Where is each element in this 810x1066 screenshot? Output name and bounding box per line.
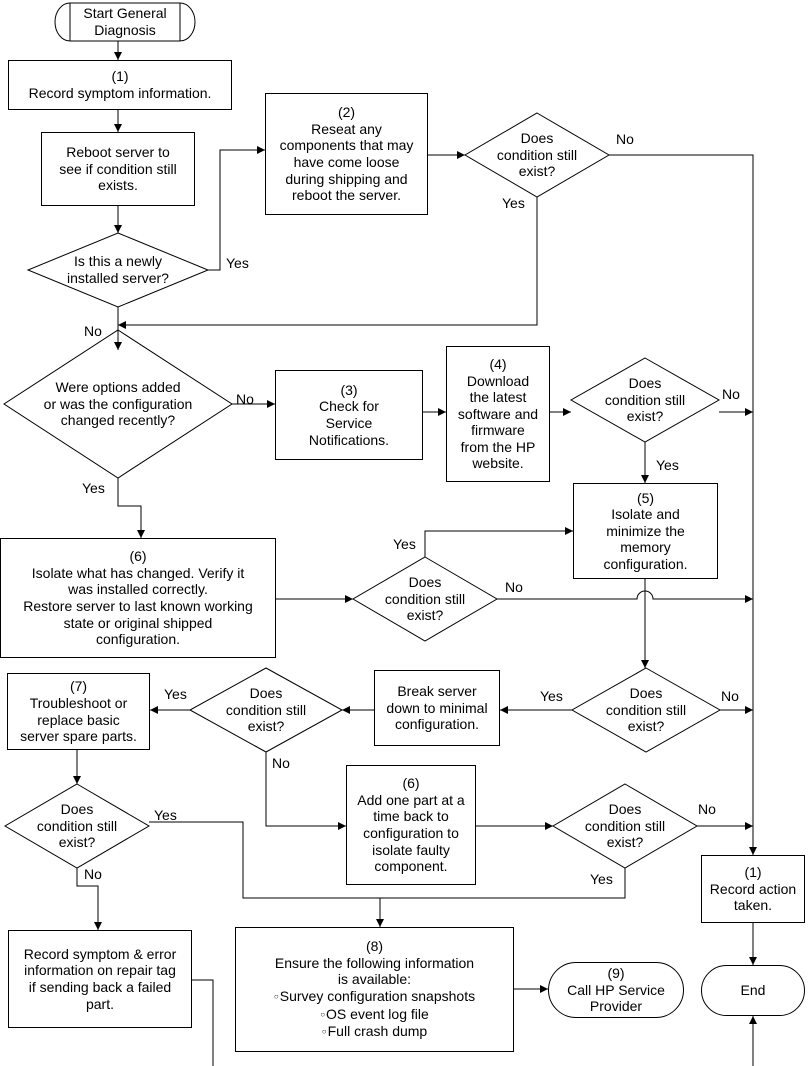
start-terminal: Start General Diagnosis: [70, 3, 180, 41]
diamond-does-3: [352, 556, 498, 642]
start-line-1: Start General: [83, 5, 167, 22]
diamond-does-4: [570, 667, 722, 753]
record-symptom-box: (1) Record symptom information.: [8, 60, 232, 110]
label-yes: Yes: [154, 807, 177, 823]
info-item: ○Survey configuration snapshots: [273, 988, 476, 1004]
download-box: (4) Download the latest software and fir…: [446, 346, 550, 482]
start-line-2: Diagnosis: [94, 22, 156, 38]
info-item: ○Full crash dump: [321, 1023, 428, 1040]
label-yes: Yes: [540, 688, 563, 704]
condition-question-1: Does condition still exist?: [496, 130, 578, 180]
info-item: ○OS event log file: [320, 1005, 429, 1022]
label-no: No: [616, 131, 634, 147]
troubleshoot-box: (7) Troubleshoot or replace basic server…: [7, 673, 150, 750]
label-no: No: [722, 386, 740, 402]
label-yes: Yes: [590, 871, 613, 887]
label-yes: Yes: [656, 457, 679, 473]
options-question: Were options added or was the configurat…: [43, 379, 193, 429]
label-no: No: [698, 801, 716, 817]
label-no: No: [84, 323, 102, 339]
record-action-box: (1) Record action taken.: [701, 855, 805, 923]
reseat-box: (2) Reseat any components that may have …: [265, 93, 428, 215]
label-no: No: [505, 579, 523, 595]
label-no: No: [236, 391, 254, 407]
new-server-question: Is this a newly installed server?: [67, 253, 169, 286]
condition-question-3: Does condition still exist?: [384, 574, 466, 624]
call-hp-terminal: (9) Call HP Service Provider: [548, 962, 684, 1018]
ensure-info-box: (8) Ensure the following information is …: [235, 927, 514, 1052]
condition-question-5: Does condition still exist?: [225, 685, 307, 735]
label-yes: Yes: [82, 480, 105, 496]
end-terminal: End: [701, 965, 805, 1016]
isolate-memory-box: (5) Isolate and minimize the memory conf…: [573, 483, 718, 579]
break-server-box: Break server down to minimal configurati…: [374, 670, 500, 746]
label-yes: Yes: [226, 255, 249, 271]
condition-question-6: Does condition still exist?: [36, 801, 118, 851]
record-tag-box: Record symptom & error information on re…: [8, 930, 192, 1028]
isolate-changed-box: (6) Isolate what has changed. Verify it …: [0, 538, 276, 658]
label-no: No: [721, 688, 739, 704]
label-yes: Yes: [164, 686, 187, 702]
add-part-box: (6) Add one part at a time back to confi…: [346, 765, 476, 885]
label-yes: Yes: [393, 536, 416, 552]
reboot-box: Reboot server to see if condition still …: [41, 132, 195, 206]
label-no: No: [272, 755, 290, 771]
label-no: No: [84, 866, 102, 882]
service-notifications-box: (3) Check for Service Notifications.: [275, 370, 423, 460]
label-yes: Yes: [502, 195, 525, 211]
condition-question-7: Does condition still exist?: [584, 801, 666, 851]
condition-question-4: Does condition still exist?: [605, 685, 687, 735]
condition-question-2: Does condition still exist?: [604, 375, 686, 425]
